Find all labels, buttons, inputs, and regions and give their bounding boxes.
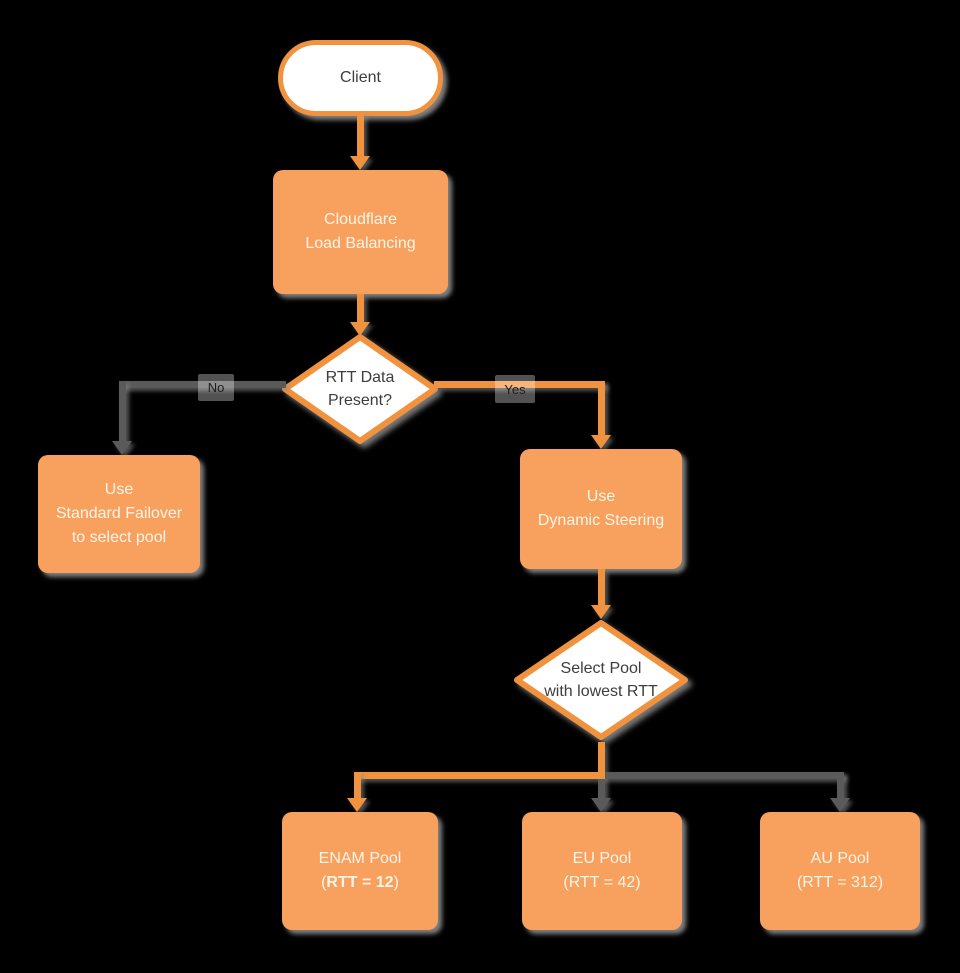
- rtt-decision-diamond: RTT Data Present?: [280, 332, 440, 446]
- edge-no-horizontal: [119, 381, 286, 388]
- edge-yes-vertical: [598, 381, 605, 436]
- client-node: Client: [278, 40, 443, 116]
- arrowhead-down-icon: [347, 798, 367, 812]
- arrowhead-down-icon: [350, 156, 370, 170]
- select-pool-diamond: Select Pool with lowest RTT: [512, 618, 690, 742]
- arrowhead-down-icon: [830, 798, 850, 812]
- rtt-decision-label: RTT Data Present?: [325, 369, 395, 409]
- arrowhead-down-icon: [112, 441, 132, 455]
- arrowhead-down-icon: [350, 322, 370, 336]
- connector-vertical-to-au: [837, 772, 844, 799]
- edge-yes-horizontal: [434, 381, 605, 388]
- arrowhead-down-icon: [591, 798, 611, 812]
- arrowhead-down-icon: [591, 435, 611, 449]
- au-pool-node: AU Pool (RTT = 312): [760, 812, 920, 930]
- client-label: Client: [340, 69, 381, 86]
- load-balancing-line2: Load Balancing: [305, 235, 416, 252]
- select-pool-label: Select Pool with lowest RTT: [544, 660, 658, 700]
- diamond-shape: [282, 334, 438, 444]
- connector-selectpool-down: [598, 742, 605, 779]
- standard-failover-node: Use Standard Failover to select pool: [38, 455, 200, 573]
- load-balancing-node: Cloudflare Load Balancing: [273, 170, 448, 294]
- connector-horizontal-to-au: [605, 772, 844, 779]
- connector-steering-to-selectpool: [598, 569, 605, 607]
- arrowhead-down-icon: [591, 605, 611, 619]
- dynamic-steering-node: Use Dynamic Steering: [520, 449, 682, 569]
- eu-pool-node: EU Pool (RTT = 42): [522, 812, 682, 930]
- connector-vertical-to-enam: [354, 772, 361, 799]
- edge-no-vertical: [119, 381, 126, 442]
- connector-vertical-to-eu: [598, 779, 605, 799]
- enam-rtt-line: (RTT = 12): [321, 874, 399, 891]
- edge-label-yes: Yes: [495, 375, 535, 403]
- diamond-shape: [514, 620, 688, 740]
- edge-label-no: No: [198, 374, 234, 401]
- connector-loadbalancing-to-rtt: [357, 294, 364, 324]
- connector-client-to-loadbalancing: [357, 113, 364, 158]
- enam-pool-node: ENAM Pool (RTT = 12): [282, 812, 438, 930]
- load-balancing-line1: Cloudflare: [324, 211, 397, 228]
- connector-horizontal-to-enam: [354, 772, 605, 779]
